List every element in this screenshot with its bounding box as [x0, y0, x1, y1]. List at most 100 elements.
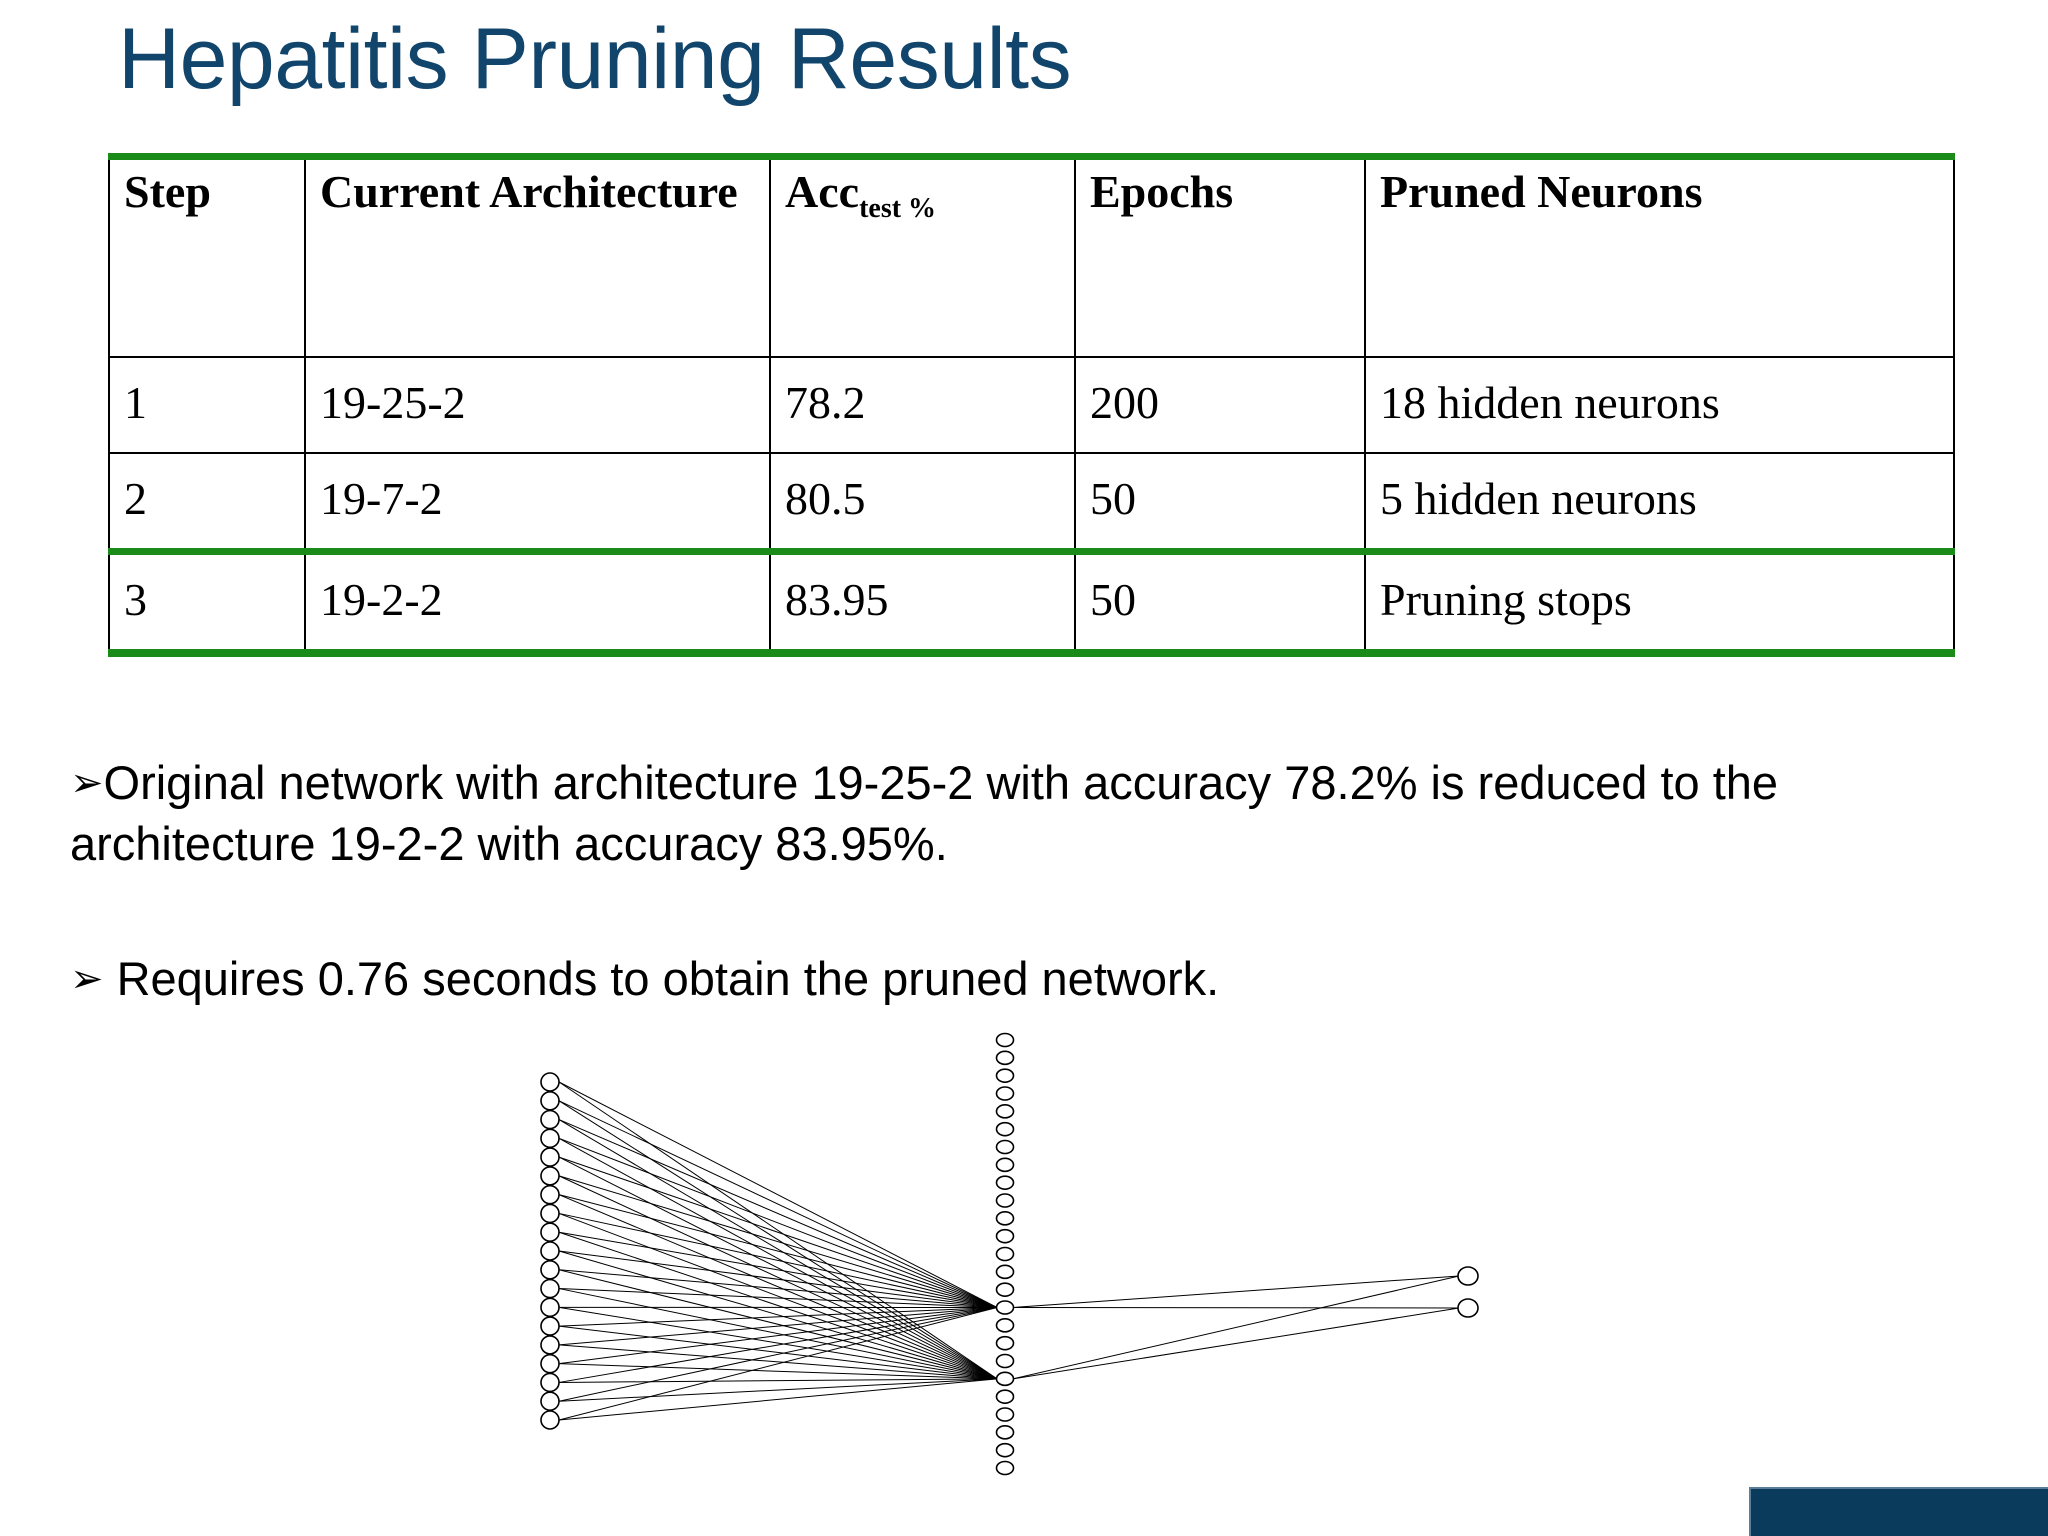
network-edge: [558, 1250, 998, 1380]
network-edge: [558, 1194, 998, 1308]
cell-step: 2: [108, 452, 306, 553]
cell-epochs: 200: [1074, 356, 1366, 454]
network-node: [995, 1139, 1015, 1155]
network-edge: [558, 1081, 998, 1380]
table-row: 3 19-2-2 83.95 50 Pruning stops: [108, 548, 1955, 657]
network-node: [995, 1264, 1015, 1280]
cell-architecture: 19-7-2: [304, 452, 771, 553]
network-node: [540, 1297, 560, 1318]
network-node: [995, 1175, 1015, 1190]
column-header-current-architecture: Current Architecture: [304, 153, 771, 358]
network-node: [540, 1278, 560, 1299]
network-edge: [558, 1175, 998, 1308]
network-node: [995, 1300, 1015, 1315]
network-node: [1457, 1266, 1479, 1286]
network-node: [540, 1316, 560, 1336]
network-edge: [1012, 1307, 1460, 1309]
network-node: [995, 1282, 1015, 1297]
network-edge: [558, 1156, 998, 1308]
network-node: [995, 1442, 1015, 1458]
acc-subscript: test %: [859, 193, 937, 225]
column-header-epochs: Epochs: [1074, 153, 1366, 358]
network-edge: [1012, 1275, 1460, 1308]
network-edge: [558, 1307, 998, 1327]
network-node: [995, 1068, 1015, 1083]
network-node: [995, 1246, 1015, 1262]
network-edge: [558, 1081, 998, 1308]
network-edge: [558, 1194, 998, 1380]
network-edge: [558, 1212, 998, 1380]
network-node: [995, 1104, 1015, 1119]
network-edge: [558, 1100, 998, 1380]
table-body: 1 19-25-2 78.2 200 18 hidden neurons 2 1…: [108, 356, 1955, 657]
network-node: [540, 1241, 560, 1261]
cell-step: 1: [108, 356, 306, 454]
network-diagram-svg: [540, 1032, 1479, 1476]
cell-epochs: 50: [1074, 548, 1366, 657]
bullet-item: ➢Original network with architecture 19-2…: [70, 752, 2000, 874]
network-edge: [558, 1288, 998, 1308]
bullet-text: Requires 0.76 seconds to obtain the prun…: [103, 952, 1220, 1005]
cell-acc-test: 80.5: [769, 452, 1076, 553]
network-node: [540, 1259, 560, 1280]
network-node: [540, 1353, 560, 1374]
network-edge: [1012, 1307, 1460, 1380]
network-edge: [558, 1307, 998, 1346]
table-row: 1 19-25-2 78.2 200 18 hidden neurons: [108, 356, 1955, 454]
network-node: [540, 1391, 560, 1412]
network-edge: [558, 1250, 998, 1308]
network-node: [540, 1072, 560, 1092]
network-edge: [558, 1231, 998, 1380]
network-node: [995, 1193, 1015, 1208]
column-header-pruned-neurons: Pruned Neurons: [1364, 153, 1955, 358]
network-node: [995, 1157, 1015, 1173]
network-node: [995, 1228, 1015, 1244]
bullet-text: Original network with architecture 19-25…: [70, 756, 1779, 871]
cell-pruned-neurons: 18 hidden neurons: [1364, 356, 1955, 454]
network-edge: [558, 1378, 998, 1383]
page-title: Hepatitis Pruning Results: [118, 11, 1072, 107]
network-node: [540, 1372, 560, 1393]
network-edge: [558, 1100, 998, 1308]
column-header-step: Step: [108, 153, 306, 358]
network-node: [995, 1121, 1015, 1137]
network-node: [995, 1211, 1015, 1226]
network-edge: [558, 1288, 998, 1380]
network-edge: [558, 1137, 998, 1380]
arrow-bullet-icon: ➢: [70, 956, 104, 1002]
network-edge: [558, 1269, 998, 1380]
network-node: [540, 1335, 560, 1355]
network-node: [540, 1109, 560, 1130]
network-edge: [558, 1307, 998, 1421]
network-node: [995, 1407, 1015, 1422]
network-node: [995, 1460, 1015, 1476]
cell-step: 3: [108, 548, 306, 657]
pruned-network-diagram: [380, 1020, 1560, 1480]
network-edge: [558, 1231, 998, 1308]
acc-label: Acc: [785, 166, 860, 217]
network-node: [540, 1222, 560, 1243]
network-edge: [558, 1175, 998, 1380]
network-node: [540, 1184, 560, 1205]
network-node: [995, 1318, 1015, 1333]
network-edge: [1012, 1275, 1460, 1380]
cell-epochs: 50: [1074, 452, 1366, 553]
network-edge: [558, 1119, 998, 1380]
table-row: 2 19-7-2 80.5 50 5 hidden neurons: [108, 452, 1955, 553]
network-node: [995, 1389, 1015, 1404]
column-header-acc-test: Acctest %: [769, 153, 1076, 358]
network-node: [540, 1203, 560, 1224]
network-node: [995, 1086, 1015, 1101]
results-table-container: Step Current Architecture Acctest % Epoc…: [108, 153, 1955, 657]
network-edge: [558, 1269, 998, 1308]
table-header: Step Current Architecture Acctest % Epoc…: [108, 153, 1955, 358]
network-node: [540, 1128, 560, 1149]
network-node: [540, 1090, 560, 1111]
network-node: [995, 1050, 1015, 1066]
network-node: [995, 1335, 1015, 1351]
cell-pruned-neurons: Pruning stops: [1364, 548, 1955, 657]
network-edge: [558, 1306, 998, 1380]
network-node: [1457, 1298, 1479, 1318]
network-node: [995, 1032, 1015, 1048]
network-node: [995, 1353, 1015, 1369]
